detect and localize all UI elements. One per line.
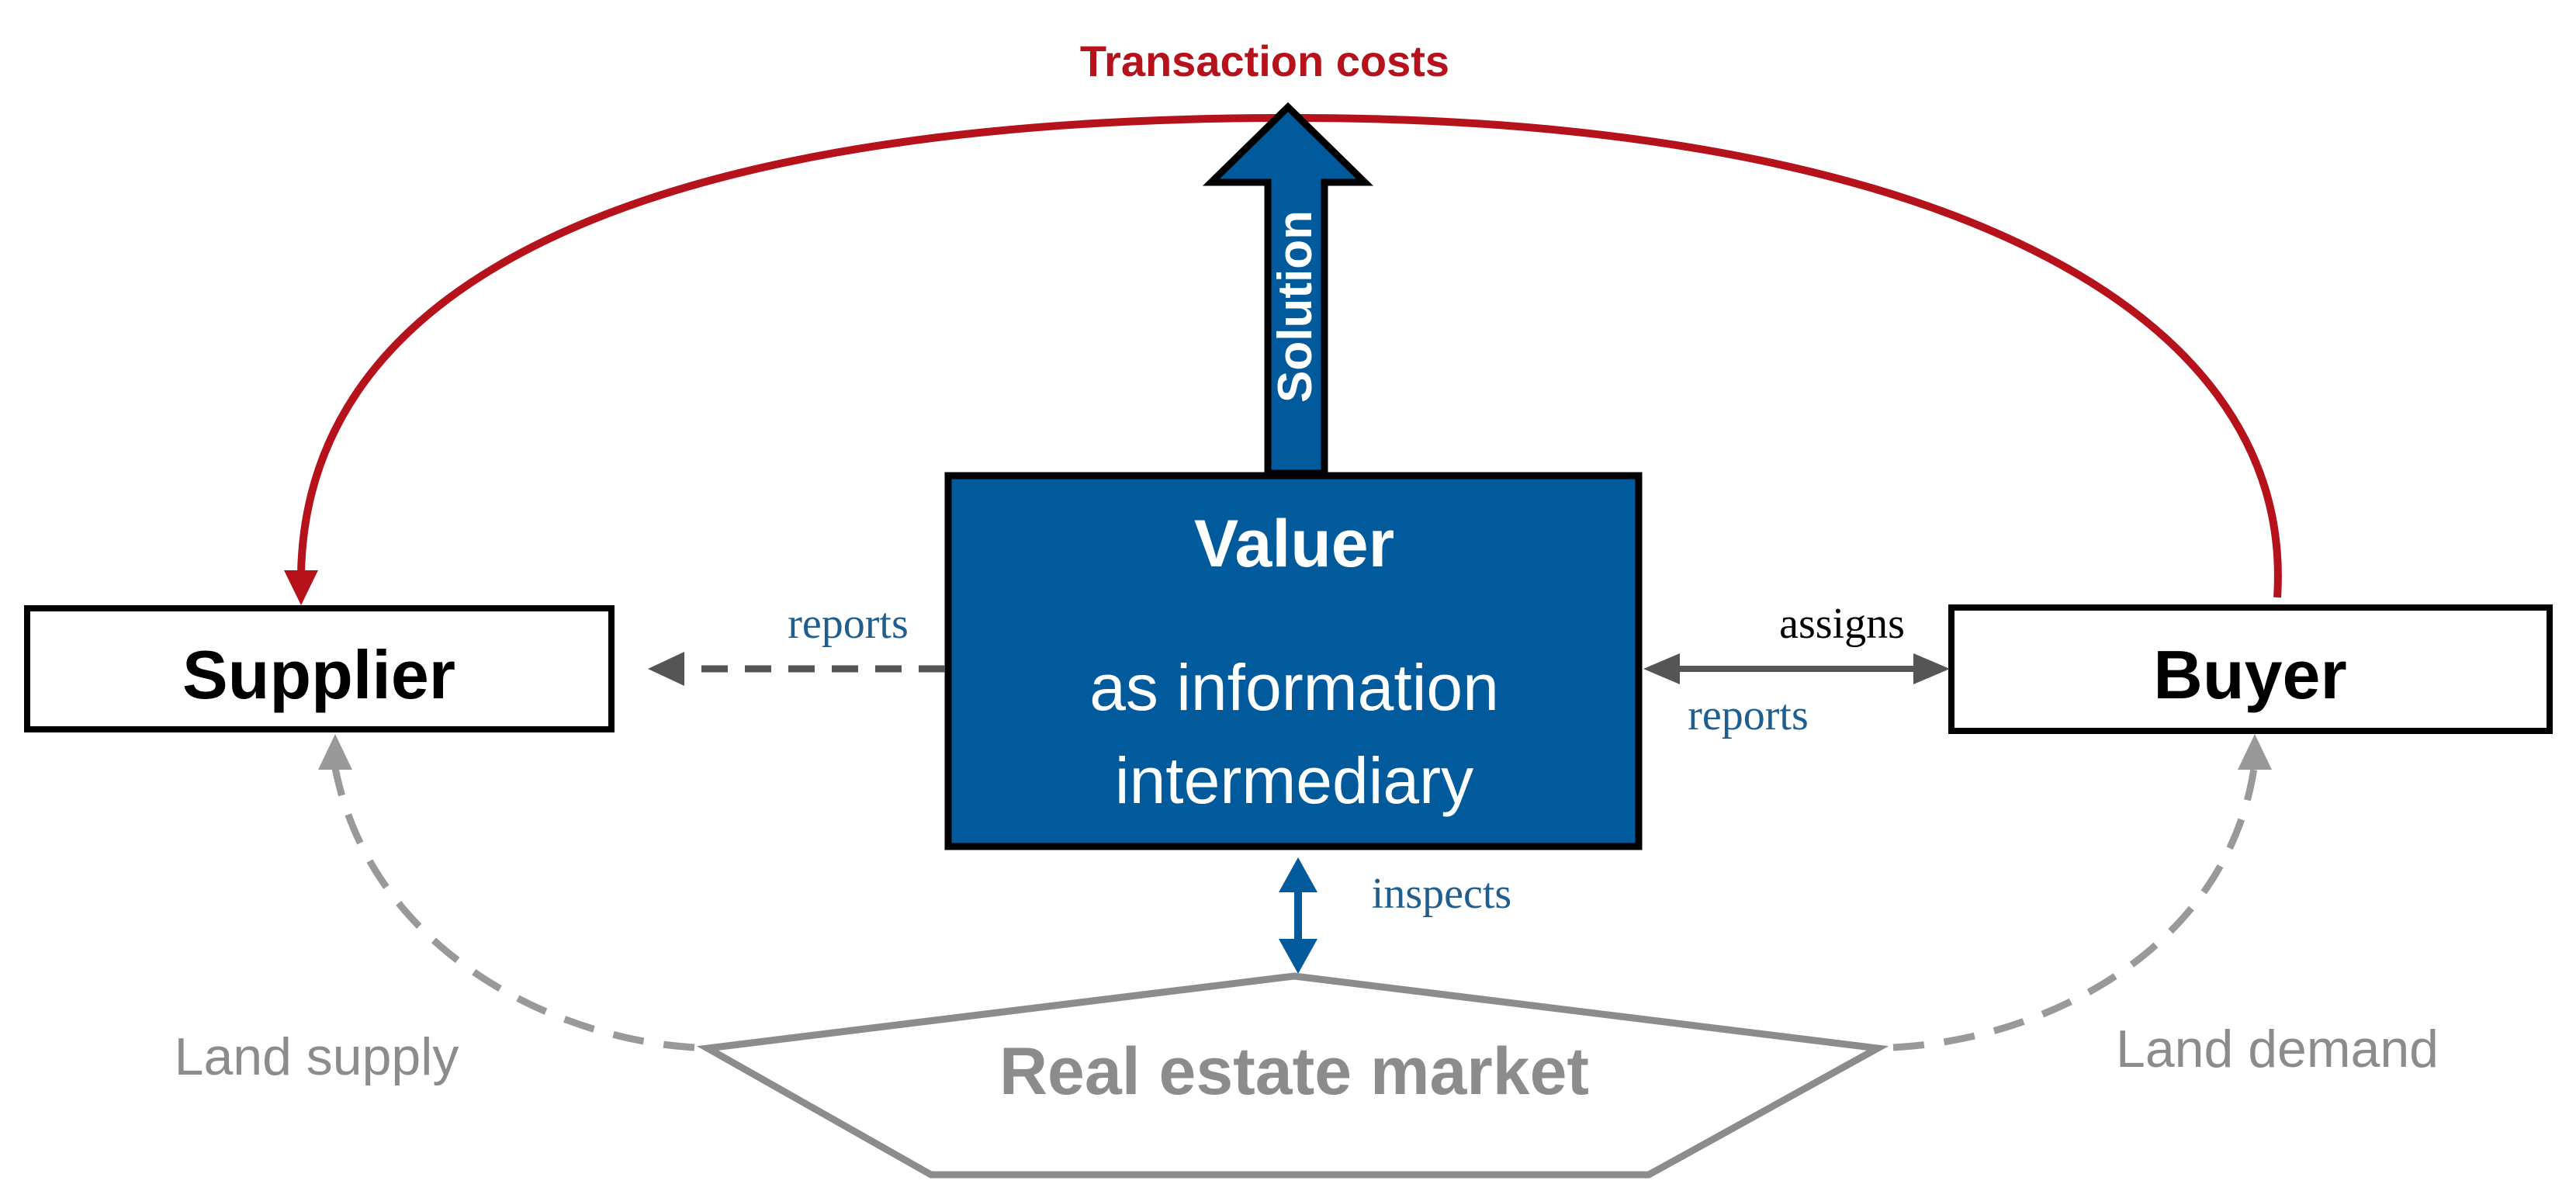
real-estate-market-shape[interactable] [696, 972, 1889, 1179]
inspects-up-arrowhead-icon [1279, 857, 1317, 892]
transaction-costs-label: Transaction costs [1080, 36, 1449, 85]
solution-arrow-icon [1202, 102, 1374, 477]
valuer-subtitle-line2: intermediary [1115, 744, 1473, 817]
land-demand-label: Land demand [2116, 1020, 2439, 1079]
land-demand-arrow [1892, 767, 2258, 1051]
land-supply-label: Land supply [175, 1027, 459, 1086]
inspects-label: inspects [1372, 870, 1511, 918]
valuer-box[interactable] [944, 472, 1643, 850]
land-supply-arrowhead-icon [318, 734, 352, 770]
valuer-buyer-right-arrowhead-icon [1913, 653, 1950, 684]
real-estate-market-label: Real estate market [999, 1034, 1589, 1109]
reports-supplier-arrowhead-icon [648, 652, 684, 686]
reports-right-label: reports [1688, 691, 1809, 739]
valuer-buyer-left-arrowhead-icon [1643, 653, 1680, 684]
solution-label: Solution [1269, 210, 1322, 403]
transaction-arrowhead-icon [284, 570, 318, 605]
land-supply-arrow [331, 767, 695, 1051]
land-demand-arrowhead-icon [2238, 734, 2272, 770]
assigns-label: assigns [1779, 600, 1905, 648]
reports-left-label: reports [788, 600, 909, 648]
buyer-box[interactable] [1948, 604, 2553, 734]
inspects-down-arrowhead-icon [1279, 939, 1317, 974]
buyer-label: Buyer [2153, 636, 2346, 713]
valuer-subtitle-line1: as information [1089, 651, 1499, 724]
supplier-box[interactable] [24, 605, 615, 732]
valuer-title: Valuer [1194, 507, 1394, 581]
supplier-label: Supplier [182, 636, 455, 713]
